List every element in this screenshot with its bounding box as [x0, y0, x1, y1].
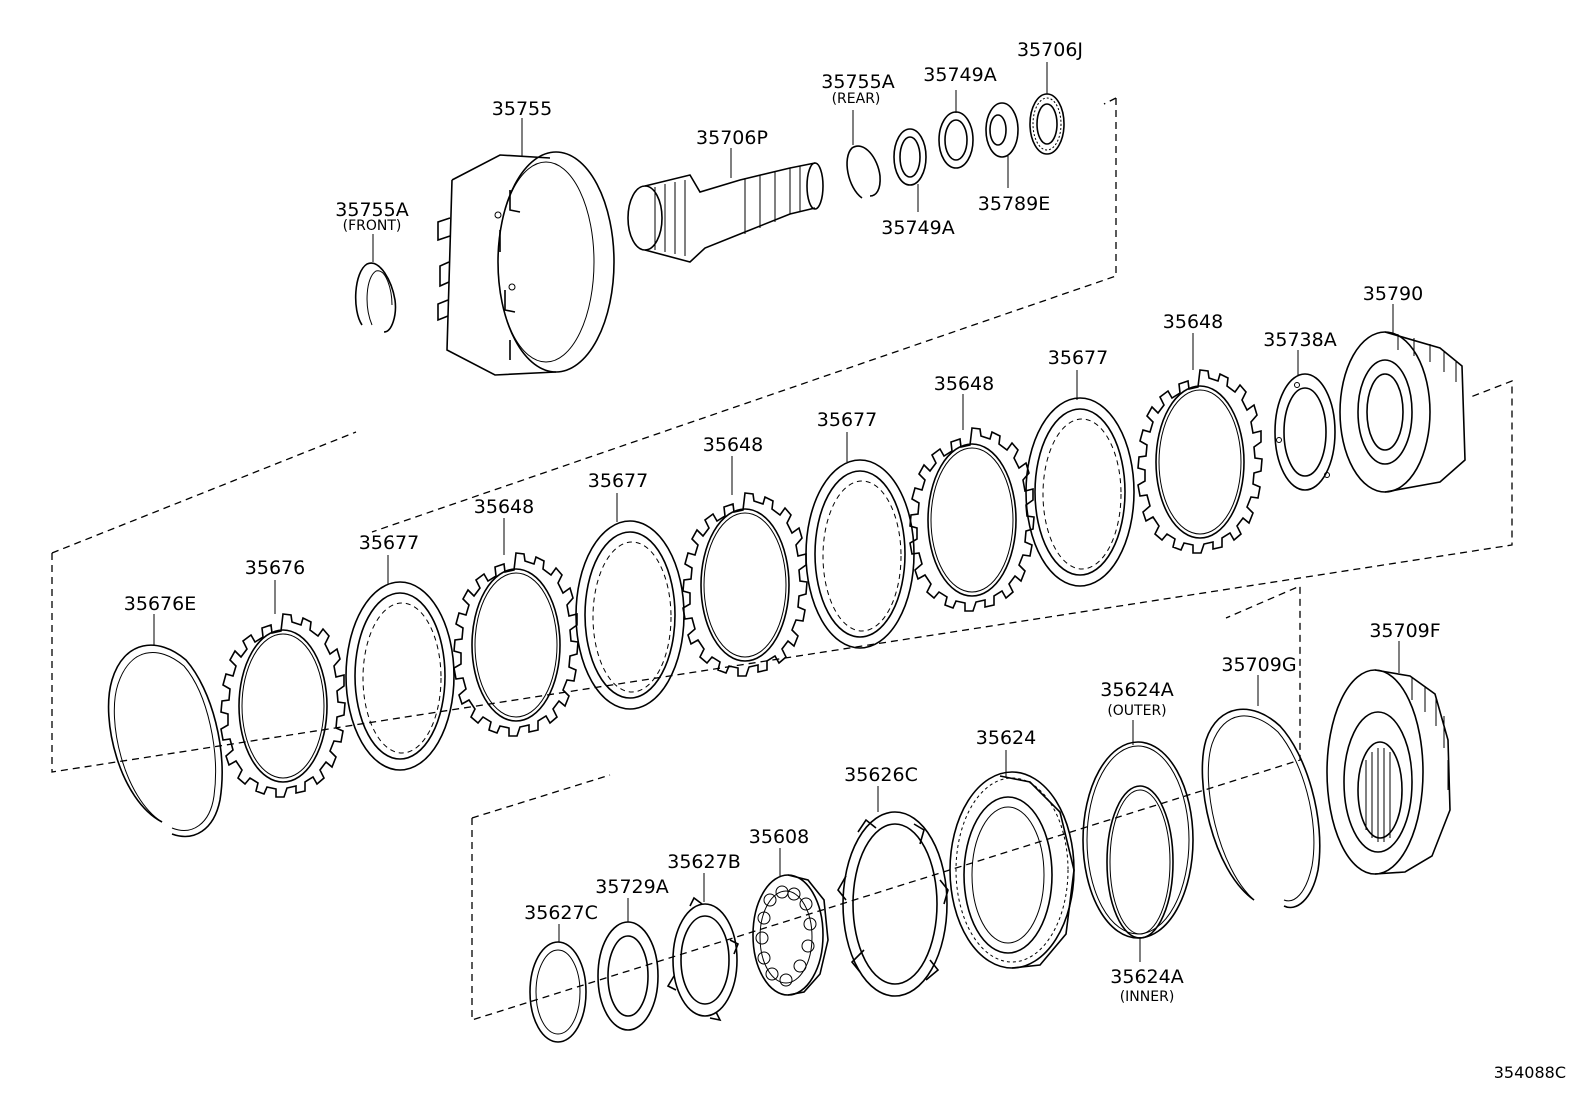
- clutch-disc-35677-c: [575, 520, 685, 710]
- washer-35749A-upper: [938, 90, 974, 169]
- retainer-35626C: [837, 786, 949, 997]
- label-35738A: 35738A: [1263, 329, 1336, 351]
- label-35624A-inner: 35624A: [1110, 966, 1183, 988]
- clutch-plate-35648-d: [453, 552, 579, 737]
- label-35755: 35755: [492, 98, 552, 120]
- needle-bearing-35706J: [1029, 62, 1065, 155]
- label-35676E: 35676E: [124, 593, 196, 615]
- clutch-plate-35648-b: [909, 427, 1035, 612]
- hub-35790: [1339, 304, 1466, 493]
- thrust-washer-35738A: [1274, 350, 1336, 491]
- clutch-plate-35676: [220, 613, 346, 798]
- group-boundary-bottom: [471, 585, 1301, 1021]
- clutch-disc-35677-d: [345, 581, 455, 771]
- label-35648-d: 35648: [474, 496, 534, 518]
- group-boundary-middle-top: [51, 431, 357, 554]
- label-35677-c: 35677: [588, 470, 648, 492]
- label-note-front: (FRONT): [343, 218, 402, 234]
- figure-id: 354088C: [1494, 1063, 1566, 1082]
- drum-35755: [437, 118, 615, 376]
- label-note-inner: (INNER): [1120, 989, 1175, 1005]
- label-35626C: 35626C: [844, 764, 918, 786]
- drum-35709F: [1326, 641, 1451, 875]
- label-note-outer: (OUTER): [1107, 703, 1166, 719]
- snap-ring-35755A-front: [354, 234, 397, 333]
- label-35648-b: 35648: [934, 373, 994, 395]
- label-35624A-outer: 35624A: [1100, 679, 1173, 701]
- label-35624: 35624: [976, 727, 1036, 749]
- clutch-plate-35648-c: [682, 492, 808, 677]
- clutch-disc-35677-b: [805, 459, 915, 649]
- piston-35624: [949, 750, 1075, 969]
- label-35648-c: 35648: [703, 434, 763, 456]
- washer-35627B: [666, 873, 740, 1022]
- washer-35729A: [597, 898, 659, 1031]
- label-35676: 35676: [245, 557, 305, 579]
- group-boundary-bottom-top: [471, 774, 611, 819]
- label-35789E: 35789E: [978, 193, 1050, 215]
- label-35648-a: 35648: [1163, 311, 1223, 333]
- label-35627C: 35627C: [524, 902, 598, 924]
- label-35709G: 35709G: [1221, 654, 1296, 676]
- clutch-plate-35648-a: [1137, 369, 1263, 554]
- label-35755A-rear: 35755A: [821, 71, 894, 93]
- label-35706J: 35706J: [1017, 39, 1083, 61]
- seal-ring-35624A: [1082, 720, 1194, 962]
- label-35729A: 35729A: [595, 876, 668, 898]
- race-35789E: [985, 102, 1019, 188]
- label-35709F: 35709F: [1369, 620, 1440, 642]
- snap-ring-35676E: [107, 614, 223, 838]
- label-35749A-lower: 35749A: [881, 217, 954, 239]
- snap-ring-35755A-rear: [846, 110, 881, 199]
- spring-set-35608: [752, 848, 829, 996]
- label-35790: 35790: [1363, 283, 1423, 305]
- label-35677-b: 35677: [817, 409, 877, 431]
- snap-ring-35709G: [1201, 675, 1321, 909]
- clutch-disc-35677-a: [1025, 397, 1135, 587]
- group-boundary-top: [371, 98, 1117, 533]
- part-labels: 35755A (FRONT) 35755 35706P 35755A (REAR…: [124, 39, 1441, 1005]
- label-35627B: 35627B: [667, 851, 740, 873]
- label-35749A-upper: 35749A: [923, 64, 996, 86]
- group-boundary-middle: [51, 380, 1513, 773]
- snap-ring-35627C: [529, 924, 587, 1043]
- label-35706P: 35706P: [696, 127, 768, 149]
- label-35608: 35608: [749, 826, 809, 848]
- washer-35749A-lower: [893, 128, 927, 212]
- label-note-rear: (REAR): [832, 91, 881, 107]
- label-35677-a: 35677: [1048, 347, 1108, 369]
- group-boundary-top-corner: [1103, 97, 1117, 105]
- shaft-35706P: [627, 148, 824, 263]
- label-35755A-front: 35755A: [335, 199, 408, 221]
- label-35677-d: 35677: [359, 532, 419, 554]
